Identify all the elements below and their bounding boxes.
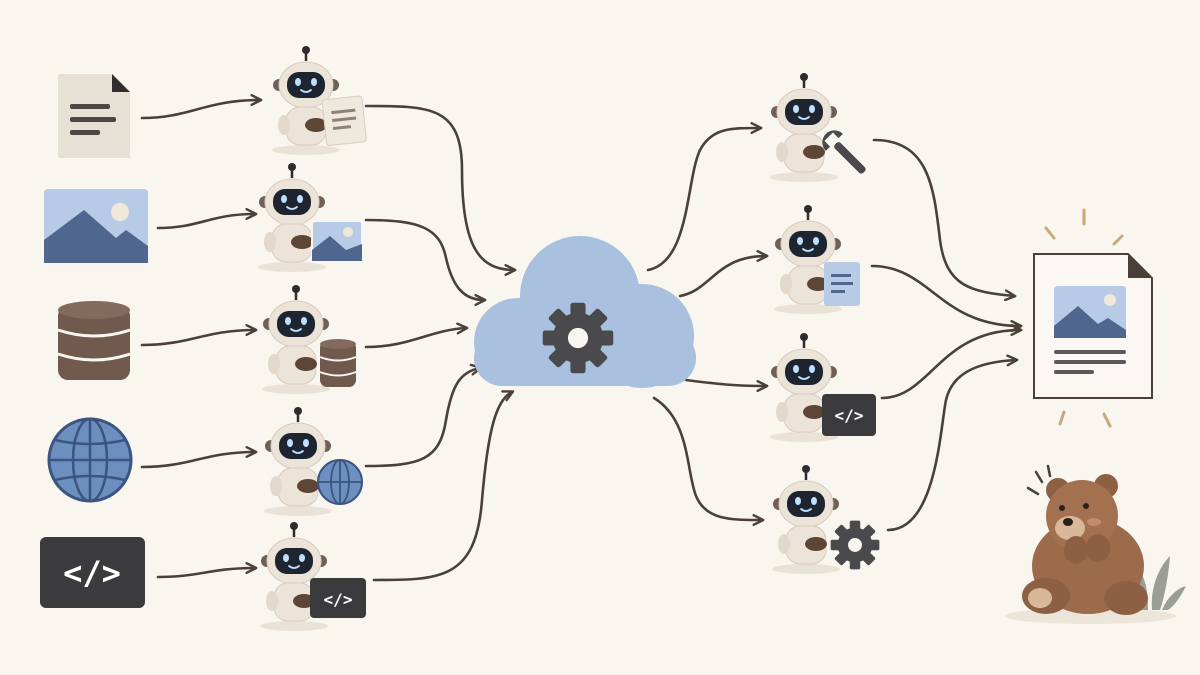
code-icon: </> <box>40 537 145 608</box>
image-icon <box>1054 286 1126 338</box>
processing-cloud <box>474 236 696 388</box>
arrow-document-to-robot <box>140 94 263 120</box>
code-icon: </> <box>310 578 366 618</box>
bear-icon <box>1004 464 1186 624</box>
database-icon <box>57 301 131 380</box>
robot-tool-agent <box>768 71 866 184</box>
document-icon <box>824 262 860 306</box>
robot-document-agent <box>270 44 367 157</box>
arrow-database-robot-to-cloud <box>364 322 469 349</box>
arrow-tool-robot-to-report <box>872 138 1017 302</box>
sparkle-lines <box>1044 208 1124 428</box>
code-glyph: </> <box>324 590 353 609</box>
robot-to-report-arrows <box>870 138 1023 532</box>
input-arrows <box>140 94 263 579</box>
arrow-code-to-robot <box>156 562 258 579</box>
code-glyph: </> <box>835 406 864 425</box>
document-icon <box>58 74 130 158</box>
robot-code-agent: </> <box>258 520 366 633</box>
robot-note-agent <box>772 203 860 316</box>
arrow-document-robot-to-cloud <box>364 104 517 276</box>
arrow-cloud-to-coder-robot <box>684 378 769 392</box>
globe-icon <box>317 459 363 505</box>
arrow-config-robot-to-report <box>886 354 1019 532</box>
arrow-cloud-to-note-robot <box>678 250 769 298</box>
arrow-web-robot-to-cloud <box>364 363 483 468</box>
robot-to-cloud-arrows <box>364 104 517 582</box>
image-icon <box>44 189 148 263</box>
document-icon <box>321 95 367 146</box>
image-icon <box>311 220 363 262</box>
code-icon: </> <box>822 394 876 436</box>
arrow-database-to-robot <box>140 324 258 347</box>
arrow-web-to-robot <box>140 446 258 469</box>
robot-web-agent <box>262 405 363 518</box>
wrench-icon <box>822 130 866 174</box>
code-glyph: </> <box>63 554 121 592</box>
robot-database-agent <box>260 283 357 396</box>
arrow-image-robot-to-cloud <box>364 218 487 306</box>
robot-image-agent <box>256 161 363 274</box>
arrow-cloud-to-tool-robot <box>646 122 763 272</box>
cloud-to-robot-arrows <box>646 122 769 526</box>
database-icon <box>319 339 357 387</box>
robot-config-agent <box>770 463 890 580</box>
arrow-code-robot-to-cloud <box>372 390 515 582</box>
arrow-cloud-to-config-robot <box>652 396 765 526</box>
robot-coder-agent: </> <box>768 331 876 444</box>
output-report <box>1033 208 1153 428</box>
globe-icon <box>47 417 133 503</box>
arrow-image-to-robot <box>156 208 258 230</box>
arrow-coder-robot-to-report <box>880 324 1023 400</box>
arrow-note-robot-to-report <box>870 264 1023 332</box>
